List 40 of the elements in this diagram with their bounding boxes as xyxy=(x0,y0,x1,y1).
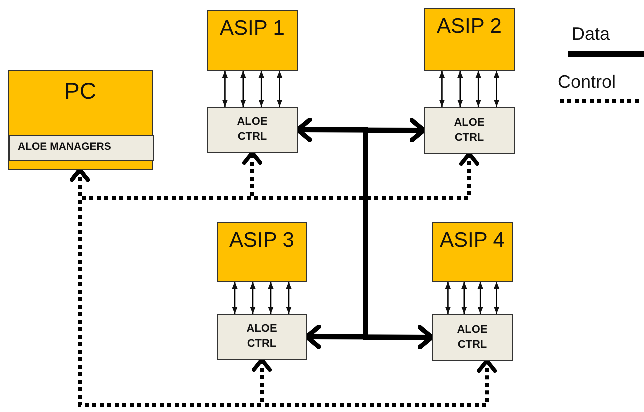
arrow xyxy=(268,282,274,314)
node-label: ALOE CTRL xyxy=(236,115,269,145)
arrow xyxy=(250,282,256,314)
node-label: ASIP 2 xyxy=(437,15,502,38)
node-label: ALOE CTRL xyxy=(453,116,486,146)
arrow xyxy=(494,71,500,107)
arrow xyxy=(439,71,445,107)
node-label: ALOE CTRL xyxy=(246,322,278,352)
node-label: ALOE MANAGERS xyxy=(18,142,112,154)
arrow xyxy=(476,71,482,107)
arrow xyxy=(462,282,468,314)
node-label: PC xyxy=(64,79,96,104)
processor-box xyxy=(217,222,307,282)
arrow xyxy=(458,71,464,107)
legend-label: Control xyxy=(558,72,616,94)
arrow xyxy=(277,71,283,107)
processor-box xyxy=(432,222,513,282)
processor-box xyxy=(424,8,515,71)
computer-box xyxy=(8,70,153,170)
arrow xyxy=(258,71,264,107)
arrow xyxy=(478,282,484,314)
controller-box xyxy=(432,314,513,361)
arrow xyxy=(240,71,246,107)
controller-box xyxy=(207,107,298,153)
controller-box xyxy=(424,107,515,154)
legend-label: Data xyxy=(572,24,610,46)
control-arrow xyxy=(70,168,498,407)
arrow xyxy=(286,282,292,314)
arrow xyxy=(445,282,451,314)
node-label: ASIP 3 xyxy=(230,229,294,252)
processor-box xyxy=(207,10,298,71)
controller-box xyxy=(217,314,307,360)
node-label: ASIP 1 xyxy=(220,17,285,40)
node-label: ASIP 4 xyxy=(440,229,505,252)
node-label: ALOE CTRL xyxy=(456,322,489,352)
manager-band xyxy=(9,135,154,161)
data-bus-arrow xyxy=(364,118,434,350)
arrow xyxy=(494,282,500,314)
arrow xyxy=(232,282,238,314)
arrow xyxy=(222,71,228,107)
